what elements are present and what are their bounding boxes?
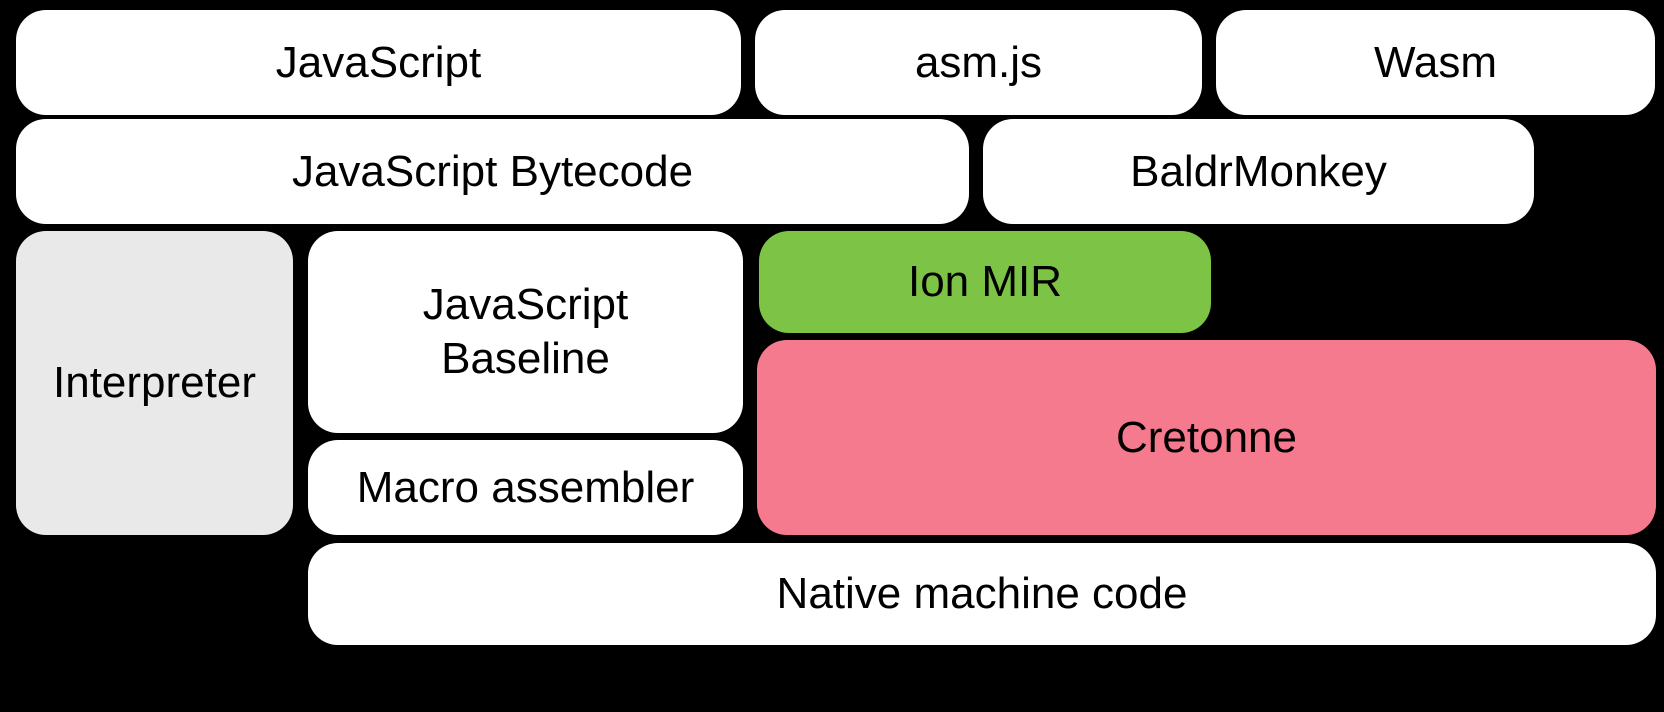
node-cretonne: Cretonne [757,340,1656,535]
node-javascript-baseline: JavaScript Baseline [308,231,743,433]
node-javascript: JavaScript [16,10,741,115]
node-native-machine-code-label: Native machine code [776,569,1188,618]
node-ion-mir-label: Ion MIR [907,257,1063,306]
node-javascript-label: JavaScript [275,37,482,87]
node-baldrmonkey-label: BaldrMonkey [1130,146,1387,196]
node-native-machine-code: Native machine code [308,543,1656,645]
node-javascript-baseline-label: JavaScript Baseline [423,278,628,386]
node-macro-assembler-label: Macro assembler [356,462,695,512]
node-wasm: Wasm [1216,10,1655,115]
node-ion-mir: Ion MIR [759,231,1211,333]
node-javascript-bytecode-label: JavaScript Bytecode [291,146,694,196]
node-javascript-baseline-line1: JavaScript [422,280,629,329]
node-macro-assembler: Macro assembler [308,440,743,535]
node-interpreter: Interpreter [16,231,293,535]
node-cretonne-label: Cretonne [1115,412,1297,462]
node-asmjs-label: asm.js [914,37,1043,87]
node-baldrmonkey: BaldrMonkey [983,119,1534,224]
node-interpreter-label: Interpreter [53,358,256,407]
node-javascript-baseline-line2: Baseline [441,334,610,383]
node-wasm-label: Wasm [1373,37,1498,87]
node-javascript-bytecode: JavaScript Bytecode [16,119,969,224]
node-asmjs: asm.js [755,10,1202,115]
